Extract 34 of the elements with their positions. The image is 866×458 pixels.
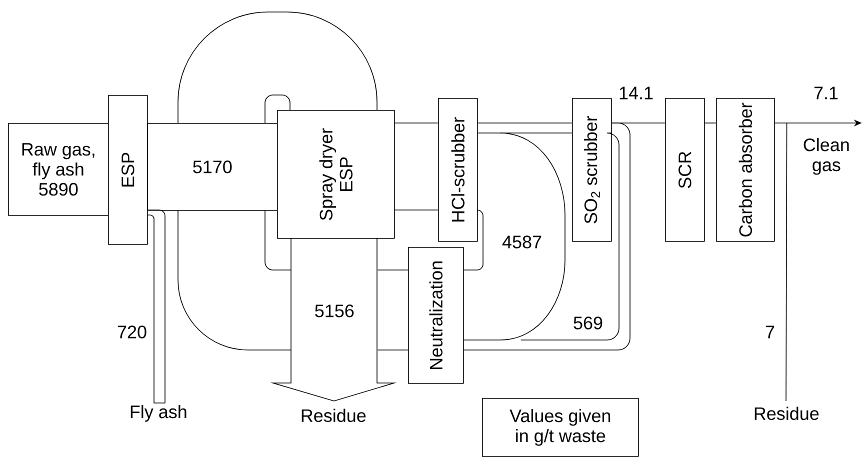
loop-line [178, 12, 378, 124]
process-box: ESP [108, 95, 148, 245]
flow-line [786, 122, 788, 402]
flow-band [394, 122, 438, 210]
edge-label: 569 [572, 316, 604, 330]
process-box: Carbon absorber [716, 98, 775, 242]
flow-label: Residue [302, 408, 366, 422]
edge-label: 4587 [500, 234, 544, 250]
flow-label: Residue [754, 406, 819, 420]
flow-line [377, 270, 408, 350]
flow-band [147, 210, 166, 404]
note-box: Values given in g/t waste [482, 398, 639, 457]
edge-label: 7 [764, 324, 776, 340]
loop-line [264, 94, 290, 124]
input-box: Raw gas, fly ash 5890 [8, 123, 109, 216]
flow-label: Clean gas [804, 138, 849, 175]
flow-label: Fly ash [130, 405, 186, 422]
process-box: Neutralization [408, 247, 464, 384]
edge-label: 14.1 [618, 86, 655, 100]
flow-line [704, 122, 716, 124]
loop-line [463, 210, 484, 270]
loop-line [463, 122, 630, 350]
process-box: SO$_{2}$ scrubber [572, 98, 612, 242]
process-box: Spray dryer ESP [277, 110, 395, 239]
edge-label: 720 [116, 324, 148, 340]
loop-line [463, 132, 566, 340]
edge-label: 7.1 [812, 86, 840, 100]
loop-line [178, 210, 292, 350]
flow-line [611, 122, 666, 124]
process-box: SCR [665, 98, 705, 242]
flow-band [477, 122, 572, 134]
loop-line [264, 210, 292, 270]
flow-band: 5156 [270, 238, 397, 402]
process-box: HCl-scrubber [438, 98, 478, 242]
